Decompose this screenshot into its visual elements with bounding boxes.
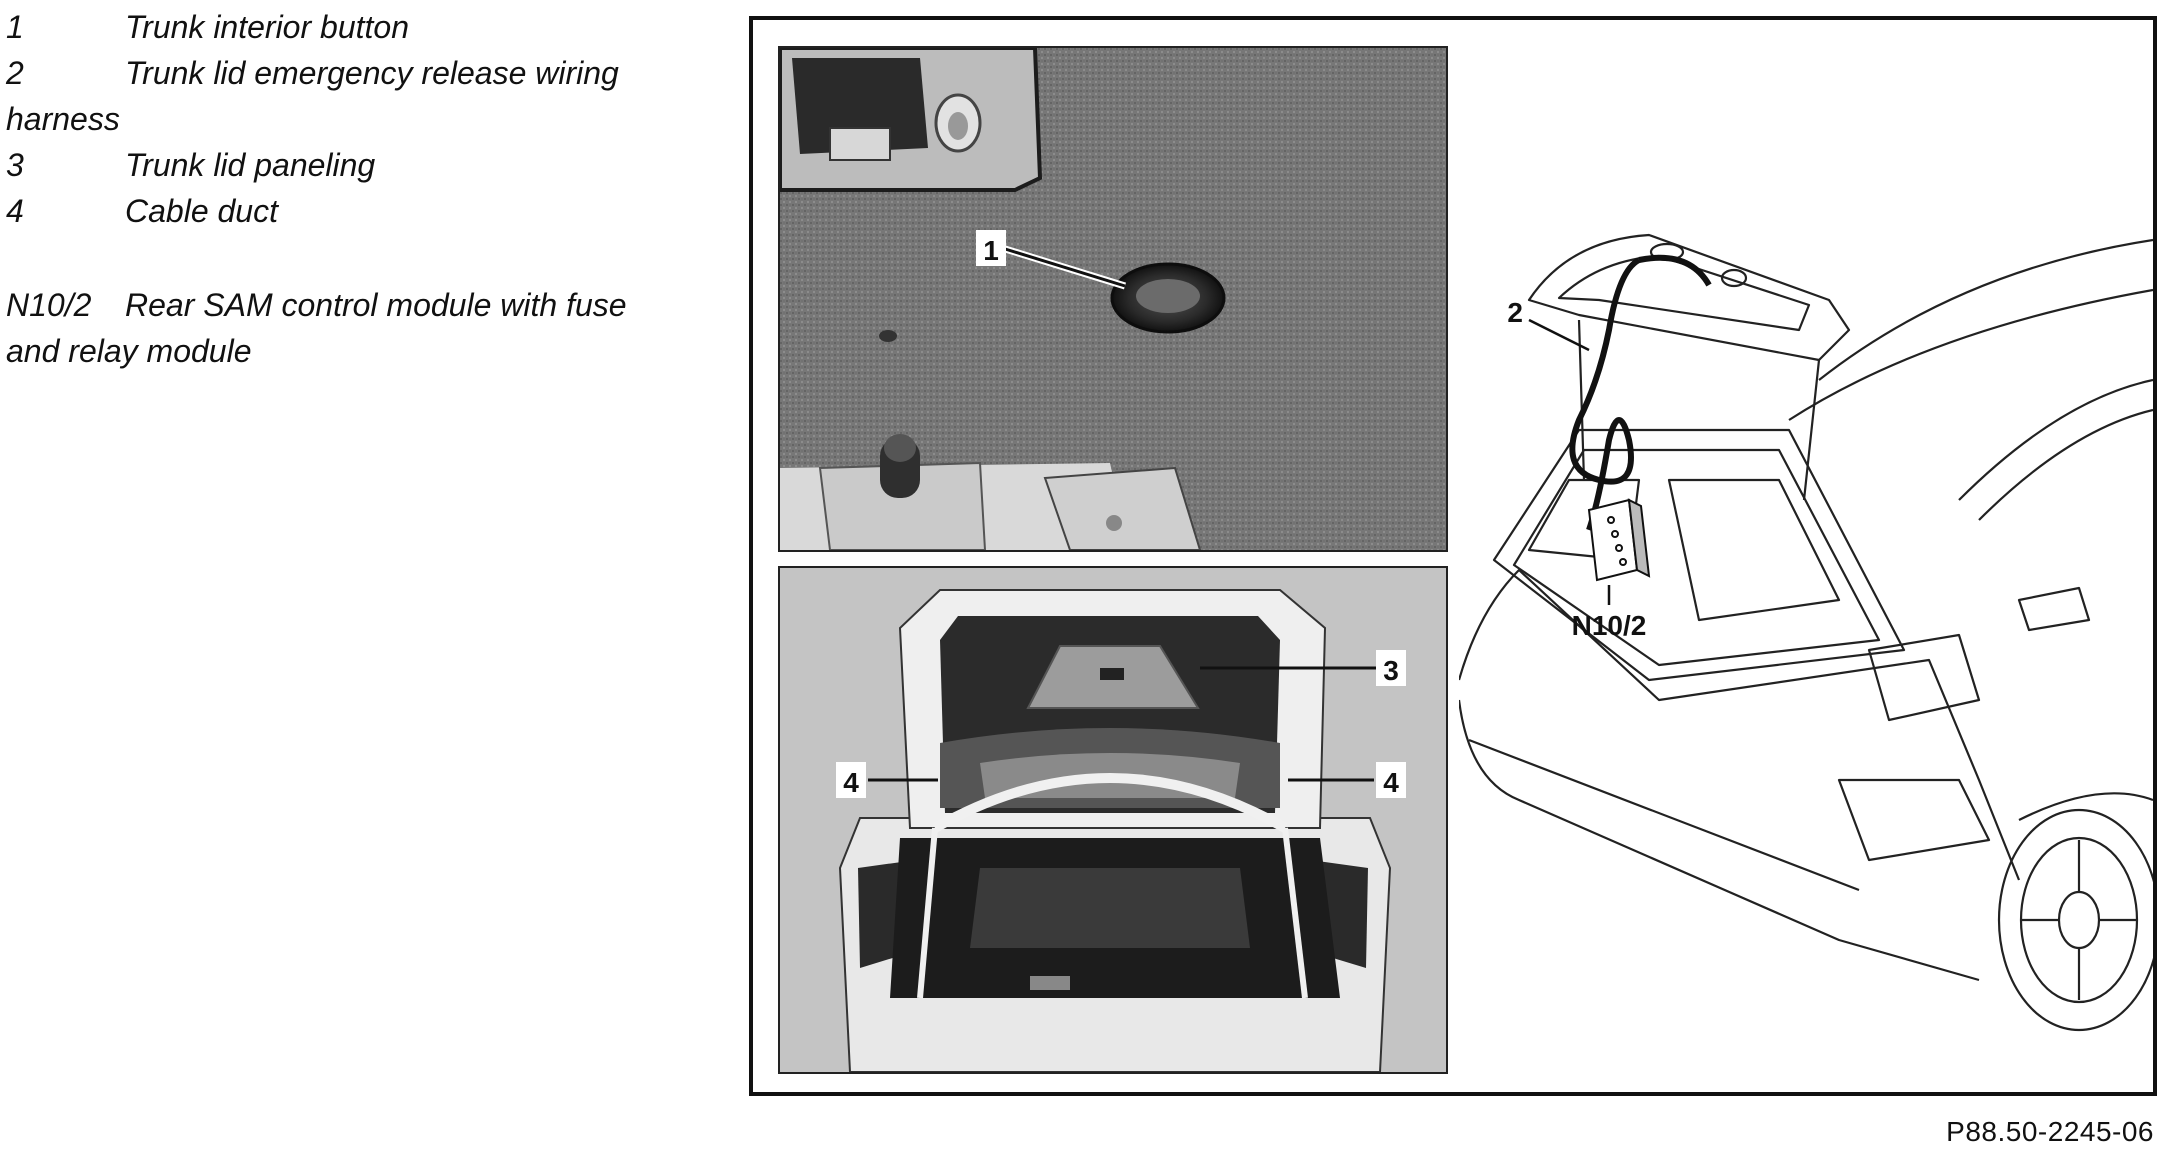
open-trunk-photo: 3 4 4	[778, 566, 1448, 1074]
legend-text: Cable duct	[125, 193, 278, 229]
callout-4-left: 4	[843, 767, 859, 798]
figure-frame: 1	[749, 16, 2161, 1096]
car-rear-line-drawing: 2 N10/2	[1457, 233, 2161, 1032]
callout-2: 2	[1507, 297, 1523, 328]
callout-3: 3	[1383, 655, 1399, 686]
trunk-lid-interior-illustration: 1	[780, 48, 1446, 550]
legend-module-text-line2: and relay module	[6, 333, 252, 369]
trunk-wiring-drawing: 2 N10/2	[1457, 180, 2161, 1090]
legend-module-continued: and relay module	[6, 328, 706, 374]
legend-text: Trunk interior button	[125, 9, 409, 45]
legend-number: 2	[6, 55, 24, 91]
legend-text: Trunk lid emergency release wiring	[125, 55, 619, 91]
legend-item-4: 4 Cable duct	[6, 188, 706, 234]
trunk-lid-interior-photo: 1	[778, 46, 1448, 552]
legend-number: 1	[6, 9, 24, 45]
legend-number: 4	[6, 193, 24, 229]
legend-module-text-line1: Rear SAM control module with fuse	[125, 287, 627, 323]
legend-item-1: 1 Trunk interior button	[6, 4, 706, 50]
legend-text: harness	[6, 101, 120, 137]
callout-4-right: 4	[1383, 767, 1399, 798]
legend-item-2-continued: harness	[6, 96, 706, 142]
legend: 1 Trunk interior button 2 Trunk lid emer…	[6, 4, 706, 374]
callout-n10-2: N10/2	[1572, 610, 1647, 641]
legend-text: Trunk lid paneling	[125, 147, 376, 183]
legend-module-code: N10/2	[6, 287, 92, 323]
legend-module: N10/2 Rear SAM control module with fuse	[6, 282, 706, 328]
legend-item-3: 3 Trunk lid paneling	[6, 142, 706, 188]
open-trunk-illustration: 3 4 4	[780, 568, 1446, 1072]
figure-code: P88.50-2245-06	[1946, 1116, 2154, 1147]
legend-item-2: 2 Trunk lid emergency release wiring	[6, 50, 706, 96]
legend-number: 3	[6, 147, 24, 183]
callout-1: 1	[983, 235, 999, 266]
